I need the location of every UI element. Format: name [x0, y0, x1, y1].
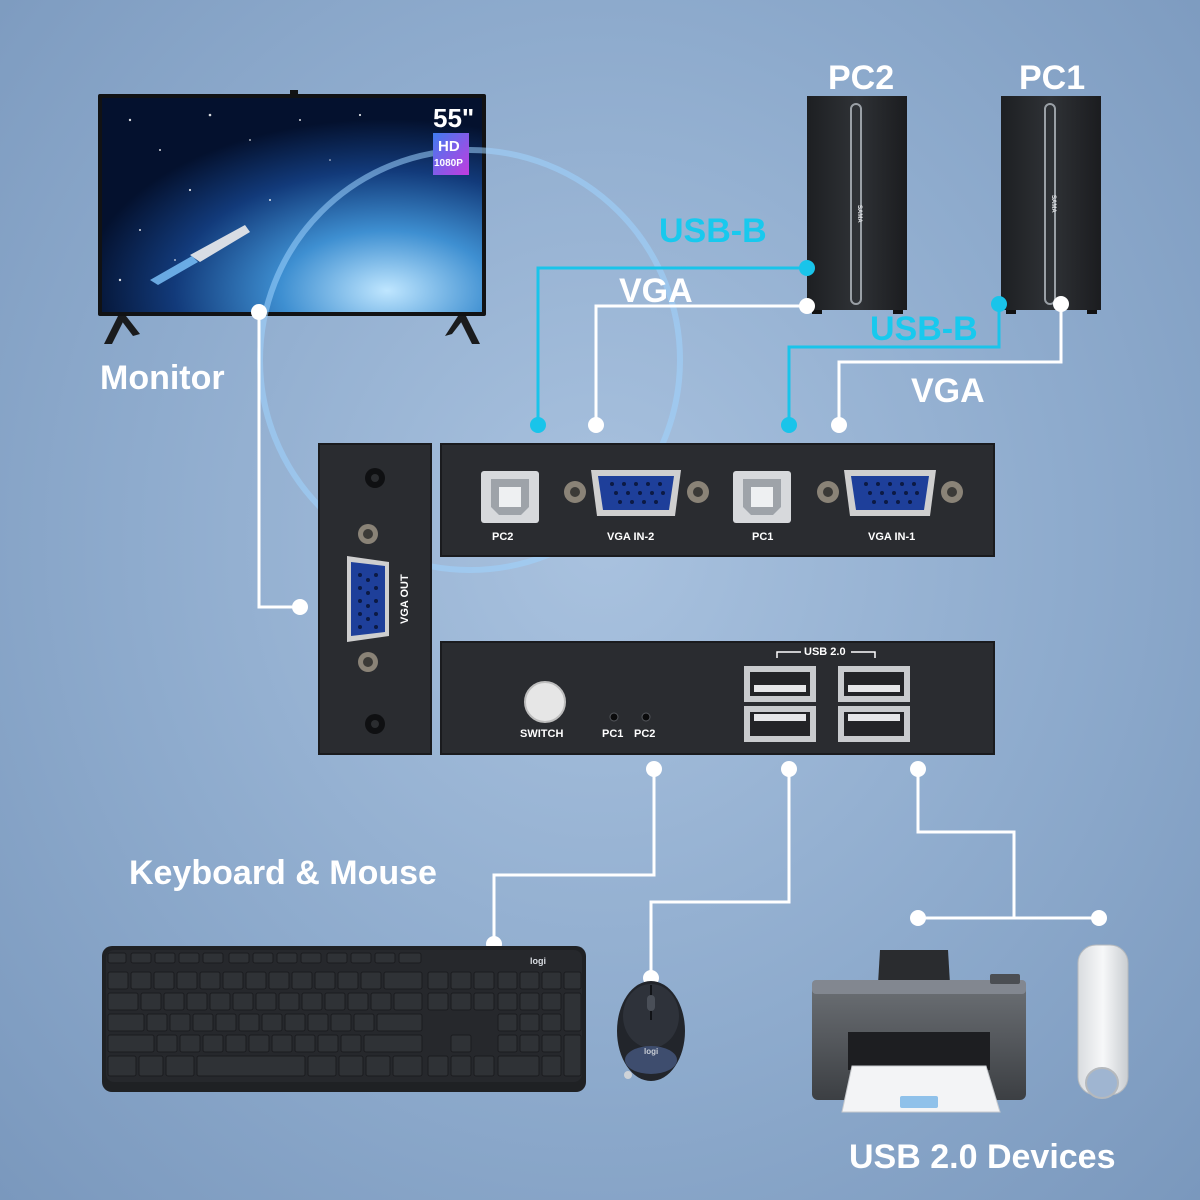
pc1-tower: SAMA — [1001, 96, 1101, 314]
usb-a-port-2 — [744, 706, 816, 742]
keyboard-function-row — [107, 952, 422, 964]
usb-flash-drive — [1077, 944, 1129, 1099]
size-badge: 55" HD 1080P — [433, 103, 474, 175]
monitor-stand-right — [458, 316, 480, 344]
led-pc1-label: PC1 — [602, 728, 623, 740]
usb-a-port-3 — [838, 666, 910, 702]
wire-mouse — [649, 769, 791, 978]
monitor-stand-left — [104, 316, 126, 344]
kvm-front-panel: SWITCH PC1 PC2 USB 2.0 — [440, 641, 995, 755]
spaceship — [150, 225, 250, 285]
keyboard: logi — [102, 946, 586, 1092]
usb-b-port-pc1 — [733, 471, 791, 523]
kvm-side-panel: VGA OUT — [318, 443, 432, 755]
wire-pc1-vga — [837, 304, 1063, 425]
vga-out-port — [347, 556, 389, 642]
keyboard-mouse-label: Keyboard & Mouse — [129, 854, 437, 892]
keyboard-main-keys — [107, 971, 423, 1077]
mouse: logi — [617, 981, 685, 1081]
usb-2-header-label: USB 2.0 — [804, 646, 846, 658]
port-vga-in-1-label: VGA IN-1 — [868, 531, 915, 543]
usb-a-port-4 — [838, 706, 910, 742]
mouse-brand: logi — [644, 1047, 658, 1056]
led-pc2 — [641, 712, 651, 722]
switch-button-label: SWITCH — [520, 728, 563, 740]
wire-keyboard — [492, 769, 656, 944]
hd-badge: HD — [438, 138, 460, 155]
keyboard-numpad — [497, 971, 582, 1077]
usb-b-label-top: USB-B — [659, 212, 767, 250]
resolution-badge: 1080P — [434, 158, 463, 169]
printer — [812, 950, 1026, 1113]
usb-b-label-bottom: USB-B — [870, 310, 978, 348]
vga-in-2-port — [564, 470, 709, 516]
port-pc1-label: PC1 — [752, 531, 773, 543]
keyboard-brand: logi — [530, 956, 546, 966]
vga-label-top: VGA — [619, 272, 693, 310]
wire-pc1-usb-b — [787, 304, 1001, 425]
port-vga-in-2-label: VGA IN-2 — [607, 531, 654, 543]
wire-pc2-vga — [594, 304, 807, 425]
switch-button[interactable] — [524, 681, 566, 723]
usb-devices-label: USB 2.0 Devices — [849, 1138, 1116, 1176]
pc1-label: PC1 — [1019, 59, 1085, 97]
stars — [118, 113, 362, 282]
vga-label-bottom: VGA — [911, 372, 985, 410]
kvm-back-panel: PC2 VGA IN-2 PC1 — [440, 443, 995, 557]
vga-in-1-port — [817, 470, 963, 516]
monitor: 55" HD 1080P — [98, 90, 683, 573]
keyboard-nav-cluster — [427, 971, 495, 1077]
pc2-label: PC2 — [828, 59, 894, 97]
vga-out-label: VGA OUT — [399, 574, 411, 624]
usb-a-port-1 — [744, 666, 816, 702]
monitor-label: Monitor — [100, 359, 225, 397]
wire-monitor-vga-out — [257, 312, 300, 609]
pc2-tower: SAMA — [807, 96, 907, 314]
usb-b-port-pc2 — [481, 471, 539, 523]
pc2-brand: SAMA — [856, 205, 862, 223]
wire-pc2-usb-b — [536, 266, 807, 425]
wire-usb-devices — [916, 769, 1016, 918]
port-pc2-label: PC2 — [492, 531, 513, 543]
pc1-brand: SAMA — [1050, 195, 1056, 213]
led-pc2-label: PC2 — [634, 728, 655, 740]
wire-dots — [251, 260, 1107, 986]
led-pc1 — [609, 712, 619, 722]
monitor-size: 55" — [433, 103, 474, 133]
wires — [257, 266, 1099, 978]
